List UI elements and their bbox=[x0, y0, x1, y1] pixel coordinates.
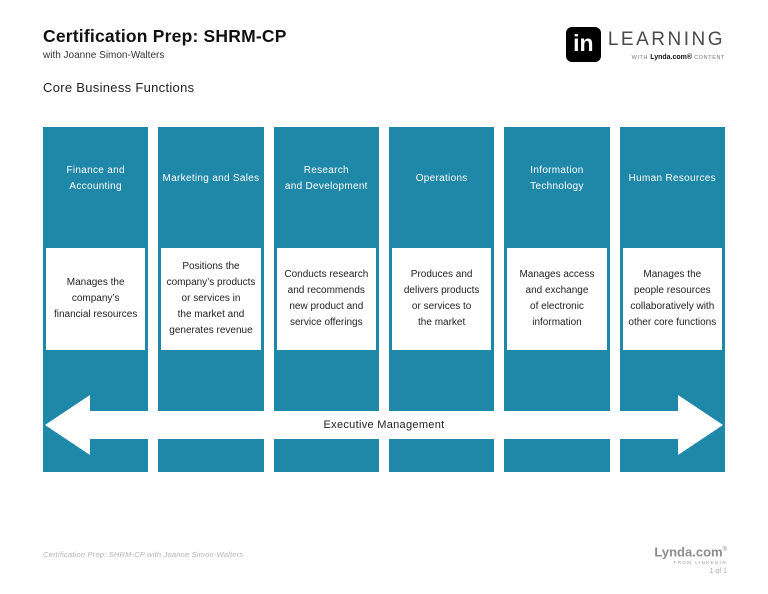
tagline-suffix: CONTENT bbox=[692, 55, 725, 61]
tagline-brand: Lynda.com® bbox=[650, 54, 693, 61]
function-description: Manages the people resources collaborati… bbox=[622, 248, 722, 350]
function-title: Human Resources bbox=[628, 172, 716, 184]
column-marketing-sales: Marketing and Sales Positions the compan… bbox=[158, 127, 264, 472]
tagline-with: WITH bbox=[631, 55, 651, 61]
linkedin-learning-logo: in LEARNING WITH Lynda.com® CONTENT bbox=[565, 27, 725, 62]
lynda-sub-text: FROM LINKEDIN bbox=[673, 560, 727, 566]
course-title: Certification Prep: SHRM-CP bbox=[43, 26, 287, 46]
lynda-wordmark: Lynda.com® bbox=[654, 543, 727, 559]
linkedin-icon: in bbox=[565, 27, 601, 62]
arrow-left-head-icon bbox=[45, 395, 90, 455]
page-number: 1 of 1 bbox=[709, 568, 727, 576]
executive-management-arrow: Executive Management bbox=[43, 395, 725, 455]
function-title: Research and Development bbox=[284, 165, 368, 192]
registered-mark-icon: ® bbox=[722, 547, 727, 553]
function-title: Information Technology bbox=[530, 165, 584, 192]
slide-title: Core Business Functions bbox=[43, 80, 195, 95]
function-description: Produces and delivers products or servic… bbox=[391, 248, 492, 350]
function-description: Positions the company’s products or serv… bbox=[161, 248, 261, 350]
function-title: Operations bbox=[415, 172, 468, 184]
function-description: Manages the company’s financial resource… bbox=[46, 248, 146, 350]
function-title: Marketing and Sales bbox=[162, 172, 260, 184]
course-author: with Joanne Simon-Walters bbox=[43, 50, 165, 61]
footer-caption: Certification Prep: SHRM-CP with Joanne … bbox=[43, 550, 244, 559]
lynda-logo: Lynda.com® FROM LINKEDIN 1 of 1 bbox=[654, 543, 727, 576]
learning-wordmark: LEARNING bbox=[607, 29, 725, 50]
logo-tagline: WITH Lynda.com® CONTENT bbox=[608, 54, 725, 61]
lynda-brand-text: Lynda.com bbox=[654, 544, 723, 560]
arrow-label: Executive Management bbox=[323, 419, 445, 431]
arrow-right-head-icon bbox=[678, 395, 723, 455]
function-title: Finance and Accounting bbox=[66, 165, 125, 192]
function-description: Conducts research and recommends new pro… bbox=[276, 248, 376, 350]
arrow-shaft bbox=[89, 411, 679, 439]
function-description: Manages access and exchange of electroni… bbox=[507, 248, 607, 350]
